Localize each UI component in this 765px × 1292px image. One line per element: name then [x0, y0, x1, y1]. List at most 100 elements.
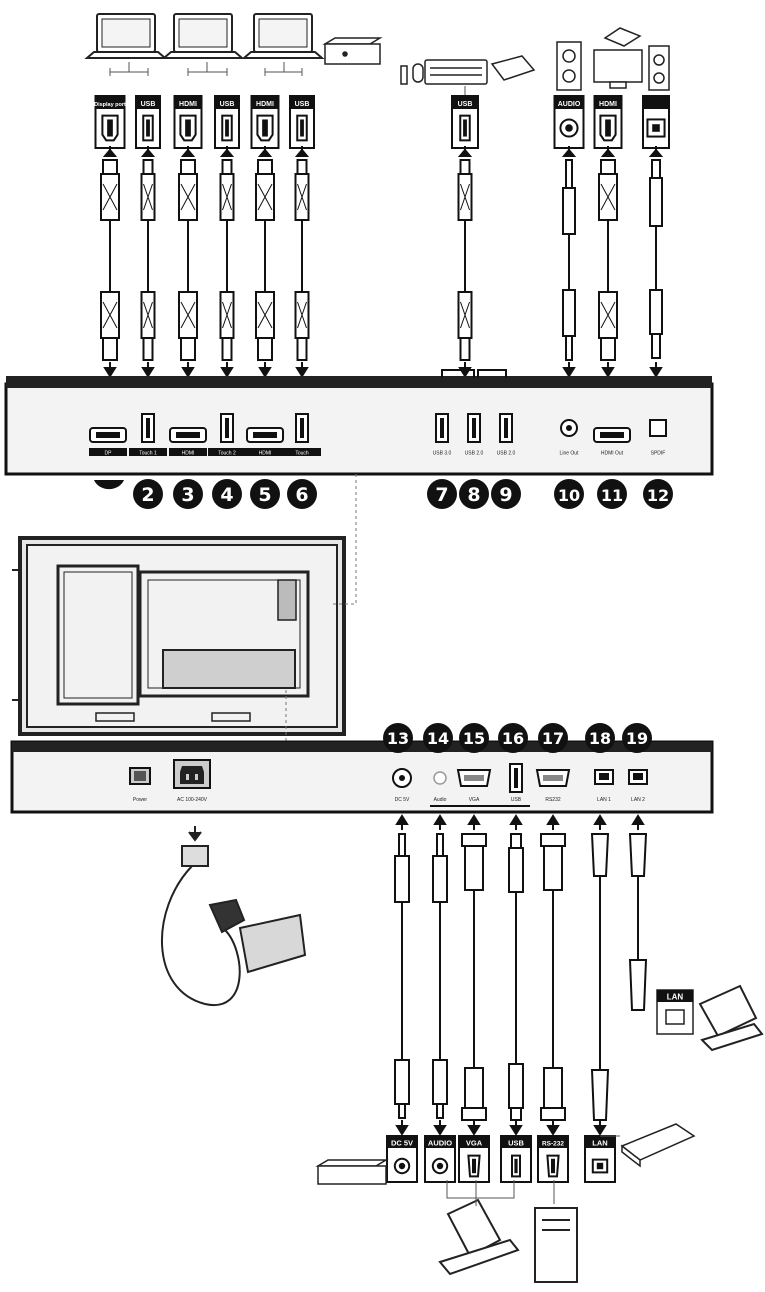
lan-right-port: LAN — [657, 990, 693, 1034]
device-port-label: USB — [508, 1139, 524, 1148]
panel-port-label: Touch 1 — [139, 451, 157, 457]
panel-port-label: AC 100-240V — [177, 797, 208, 803]
device-port-label: Display port — [94, 102, 126, 108]
cable-rs232 — [541, 816, 565, 1134]
port-number-badge: 6 — [287, 479, 317, 509]
device-port-dc: DC 5V — [387, 1136, 417, 1182]
router-icon — [622, 1124, 694, 1166]
laptop-icon — [87, 14, 165, 58]
port-number-badge-partial — [94, 480, 124, 489]
panel-port-label: DP — [105, 451, 113, 457]
port-number: 4 — [220, 484, 233, 506]
port-number-badge: 14 — [423, 723, 453, 753]
device-port-audio: AUDIO — [425, 1136, 455, 1182]
panel-port-label: HDMI Out — [601, 451, 624, 457]
laptop-icon — [440, 1200, 518, 1274]
port-number: 6 — [295, 484, 308, 506]
device-port-label: AUDIO — [428, 1139, 452, 1148]
device-port-label: USB — [220, 101, 235, 108]
cable-usb — [509, 816, 523, 1134]
device-port-label: USB — [295, 101, 310, 108]
device-port-hdmi: HDMI — [252, 96, 279, 148]
panel-port-label: SPDIF — [651, 451, 666, 457]
cable-usb — [459, 146, 472, 376]
panel-port-ac: AC 100-240V — [174, 760, 210, 803]
panel-port-label: Touch 2 — [218, 451, 236, 457]
panel-port-label: DC 5V — [395, 797, 410, 803]
device-port-label: HDMI — [599, 101, 617, 108]
port-number: 2 — [141, 484, 154, 506]
device-port-label: LAN — [592, 1139, 607, 1148]
port-number: 14 — [427, 729, 449, 748]
port-number: 3 — [181, 484, 194, 506]
port-number: 12 — [647, 486, 669, 505]
panel-port-usb: USB 2.0 — [497, 414, 516, 457]
panel-port-label: LAN 2 — [631, 797, 645, 803]
port-number-badge: 12 — [643, 479, 673, 509]
wall-socket-icon — [210, 900, 305, 972]
port-number: 11 — [601, 486, 623, 505]
device-port-hdmi: HDMI — [175, 96, 202, 148]
device-port-spdif — [643, 96, 669, 148]
port-number: 7 — [435, 484, 448, 506]
device-port-usb: USB — [136, 96, 160, 148]
port-number-badge: 7 — [427, 479, 457, 509]
port-number-badge: 18 — [585, 723, 615, 753]
laptop-icons — [87, 14, 322, 58]
cable-hdmi — [599, 146, 617, 376]
device-port-label: VGA — [466, 1139, 483, 1148]
port-number-badge: 15 — [459, 723, 489, 753]
panel-port-label: USB — [511, 797, 522, 803]
device-port-audio: AUDIO — [555, 96, 584, 148]
device-port-label: USB — [141, 101, 156, 108]
panel-port-label: LAN 1 — [597, 797, 611, 803]
router-icon — [605, 28, 640, 46]
cable-dp — [101, 146, 119, 376]
media-player-icon — [318, 1160, 386, 1184]
port-number: 13 — [387, 729, 409, 748]
laptop-icon — [164, 14, 242, 58]
panel-port-label: HDMI — [259, 451, 272, 457]
port-number-badge: 19 — [622, 723, 652, 753]
panel-port-hdmi: HDMI — [246, 428, 284, 457]
port-number: 5 — [258, 484, 271, 506]
speaker-icon — [557, 42, 581, 90]
bottom-device-ports: DC 5VAUDIOVGAUSBRS-232LAN — [387, 1136, 615, 1182]
keyboard-icon — [425, 60, 487, 84]
panel-port-label: USB 2.0 — [465, 451, 484, 457]
cable-audio — [563, 146, 575, 376]
bottom-cables — [395, 816, 646, 1134]
panel-port-usb: USB 3.0 — [433, 414, 452, 457]
laptop-icon — [244, 14, 322, 58]
port-number: 18 — [589, 729, 611, 748]
port-number: 9 — [499, 484, 512, 506]
pen-drive-icon — [401, 66, 407, 84]
port-number: 8 — [467, 484, 480, 506]
port-number: 16 — [502, 729, 524, 748]
port-number-badge: 10 — [554, 479, 584, 509]
panel-port-label: VGA — [469, 797, 480, 803]
port-number-badge: 5 — [250, 479, 280, 509]
port-number-badge: 9 — [491, 479, 521, 509]
external-drive-icon — [492, 56, 534, 80]
panel-port-hdmi: HDMI — [169, 428, 207, 457]
port-number-badge: 4 — [212, 479, 242, 509]
device-port-usb: USB — [290, 96, 314, 148]
panel-port-label: RS232 — [545, 797, 561, 803]
cable-usb — [296, 146, 309, 376]
device-port-hdmi: HDMI — [595, 96, 622, 148]
top-cables — [101, 146, 662, 376]
panel-port-usb: USB — [510, 764, 522, 803]
cable-usb — [221, 146, 234, 376]
cable-hdmi — [256, 146, 274, 376]
device-port-label: USB — [458, 101, 473, 108]
mouse-icon — [413, 64, 423, 82]
panel-port-label: Line Out — [560, 451, 580, 457]
speaker-icon — [649, 46, 669, 90]
cable-spdif — [650, 146, 662, 376]
media-player-icon — [325, 38, 380, 64]
device-port-usb: USB — [215, 96, 239, 148]
panel-port-label: Touch — [295, 451, 309, 457]
